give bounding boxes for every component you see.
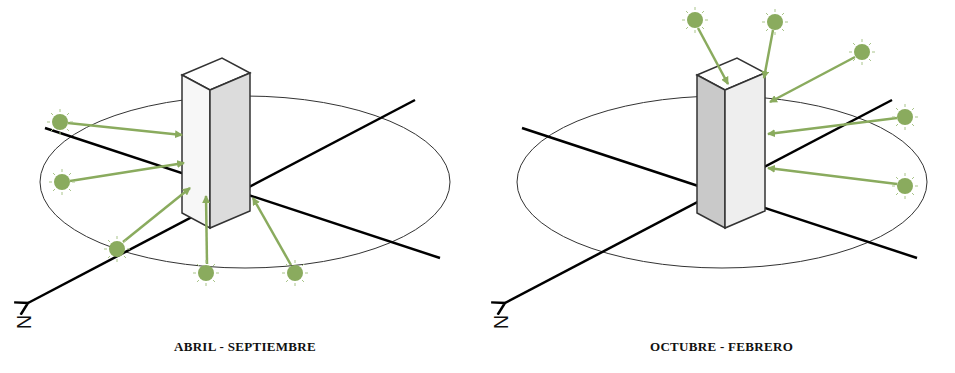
north-label: N — [491, 315, 511, 329]
north-label: N — [14, 315, 34, 329]
summer-diagram — [28, 58, 450, 303]
season-caption: OCTUBRE - FEBRERO — [650, 339, 793, 355]
winter-diagram — [505, 7, 927, 303]
season-caption: ABRIL - SEPTIEMBRE — [174, 339, 316, 355]
